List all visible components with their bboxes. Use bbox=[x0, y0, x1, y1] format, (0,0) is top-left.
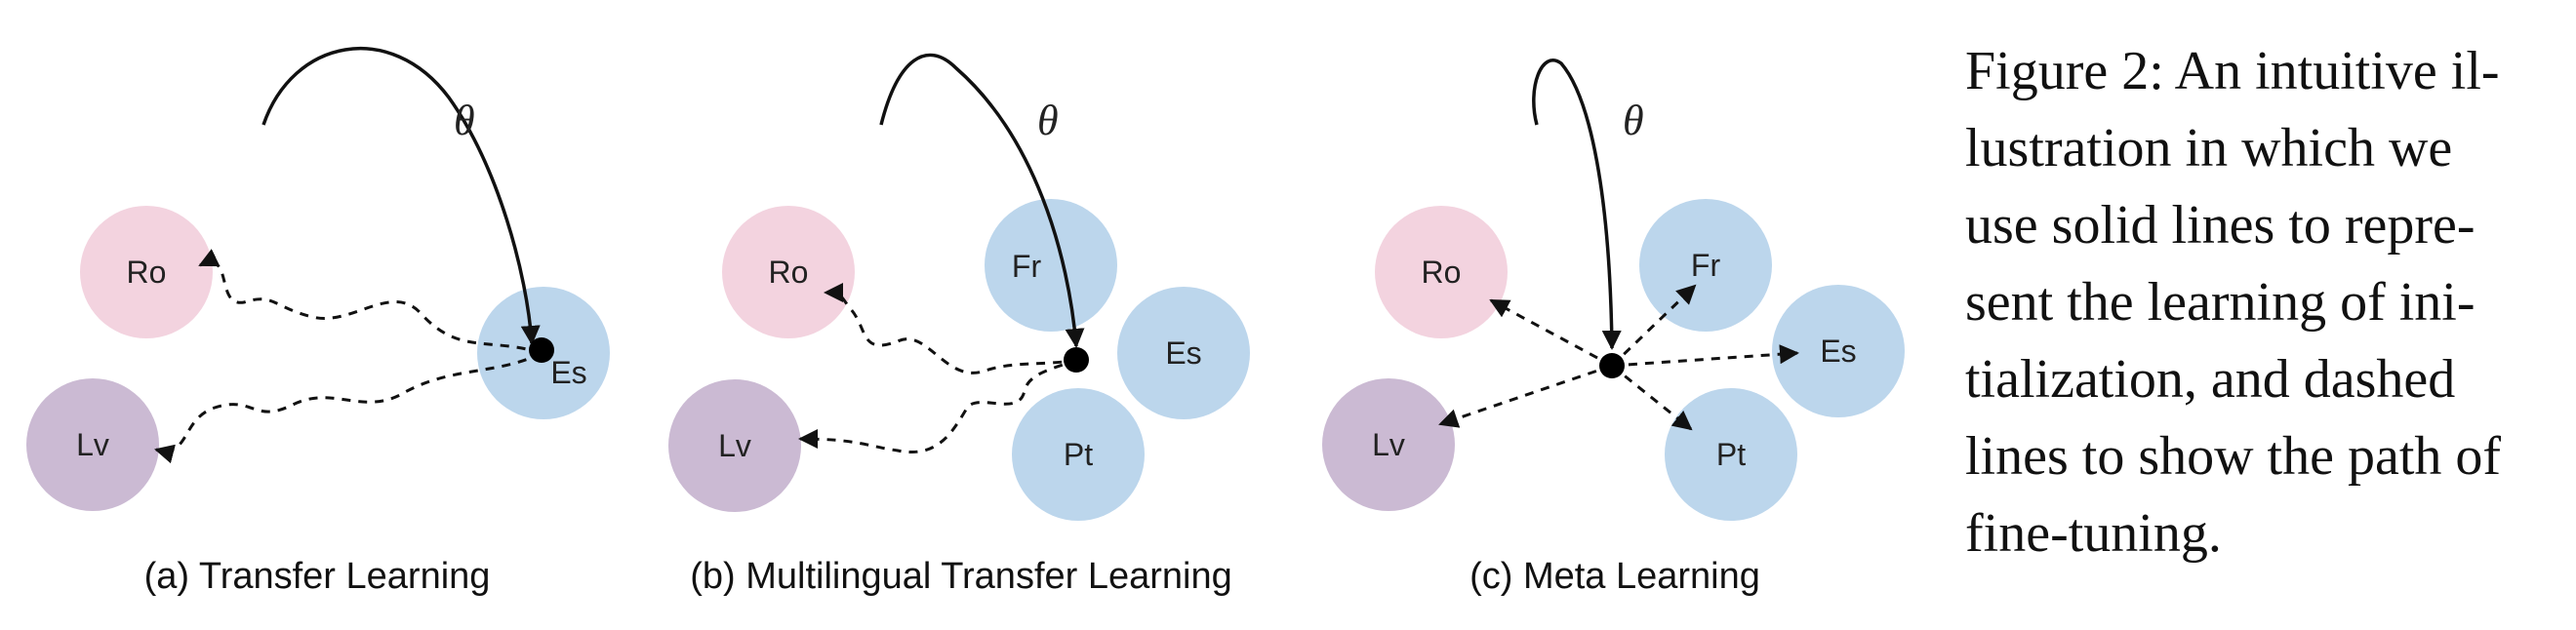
theta-label: θ bbox=[1037, 97, 1059, 144]
panel-transfer-learning: Ro Lv Es θ (a) Transfer Learning bbox=[26, 47, 610, 597]
node-lv bbox=[1322, 378, 1455, 511]
node-fr-label: Fr bbox=[1691, 248, 1721, 283]
finetune-path-lv bbox=[1438, 364, 1613, 428]
node-pt bbox=[1665, 388, 1797, 521]
node-ro bbox=[1375, 206, 1508, 338]
caption-line: lines to show the path of bbox=[1965, 426, 2502, 487]
node-pt-label: Pt bbox=[1064, 437, 1093, 472]
figure-diagram: Ro Lv Es θ (a) Transfer Learning Ro Lv F… bbox=[26, 47, 1905, 597]
finetune-path-fr bbox=[1610, 284, 1697, 368]
node-lv-label: Lv bbox=[76, 427, 109, 462]
node-ro bbox=[80, 206, 213, 338]
node-es-label: Es bbox=[1820, 334, 1856, 369]
node-fr bbox=[985, 199, 1117, 332]
node-ro bbox=[722, 206, 855, 338]
theta-label: θ bbox=[1623, 97, 1644, 144]
node-ro-label: Ro bbox=[127, 255, 167, 290]
caption-line: tialization, and dashed bbox=[1965, 349, 2456, 410]
node-pt bbox=[1012, 388, 1145, 521]
finetune-path-lv bbox=[798, 358, 1079, 453]
node-lv bbox=[26, 378, 159, 511]
caption-line: lustration in which we bbox=[1965, 118, 2453, 178]
caption-line: use solid lines to repre- bbox=[1965, 195, 2475, 256]
finetune-path-ro bbox=[198, 249, 543, 355]
finetune-path-ro bbox=[1489, 298, 1613, 368]
node-lv-label: Lv bbox=[1372, 427, 1405, 462]
panel-meta-learning: Ro Lv Fr Es Pt θ (c) Meta Learning bbox=[1322, 59, 1905, 597]
finetune-path-pt bbox=[1611, 364, 1693, 431]
node-ro-label: Ro bbox=[1422, 255, 1462, 290]
panel-caption: (c) Meta Learning bbox=[1469, 556, 1760, 597]
caption-line: Figure 2: An intuitive il- bbox=[1965, 41, 2500, 101]
init-point bbox=[529, 337, 554, 363]
node-es bbox=[1117, 287, 1250, 419]
initialization-path bbox=[1532, 59, 1622, 350]
panel-caption: (a) Transfer Learning bbox=[144, 556, 491, 597]
initialization-path bbox=[879, 53, 1085, 348]
finetune-path-ro bbox=[824, 283, 1079, 374]
node-es-label: Es bbox=[550, 355, 586, 390]
figure-caption: Figure 2: An intuitive il- lustration in… bbox=[1965, 33, 2555, 572]
node-fr-label: Fr bbox=[1012, 249, 1042, 284]
initialization-path bbox=[262, 47, 541, 345]
theta-label: θ bbox=[454, 97, 475, 144]
finetune-path-es bbox=[1611, 344, 1799, 368]
node-es bbox=[1772, 285, 1905, 417]
init-point bbox=[1064, 347, 1089, 373]
node-pt-label: Pt bbox=[1716, 437, 1746, 472]
node-es-label: Es bbox=[1165, 335, 1201, 371]
panel-caption: (b) Multilingual Transfer Learning bbox=[690, 556, 1232, 597]
caption-line: sent the learning of ini- bbox=[1965, 272, 2475, 333]
init-point bbox=[1599, 353, 1625, 378]
finetune-path-lv bbox=[154, 351, 543, 464]
node-lv-label: Lv bbox=[718, 428, 751, 463]
node-lv bbox=[668, 379, 801, 512]
caption-line: fine-tuning. bbox=[1965, 503, 2222, 564]
node-fr bbox=[1639, 199, 1772, 332]
panel-multilingual-transfer-learning: Ro Lv Fr Es Pt θ (b) Multilingual Transf… bbox=[668, 53, 1250, 597]
node-ro-label: Ro bbox=[769, 255, 809, 290]
